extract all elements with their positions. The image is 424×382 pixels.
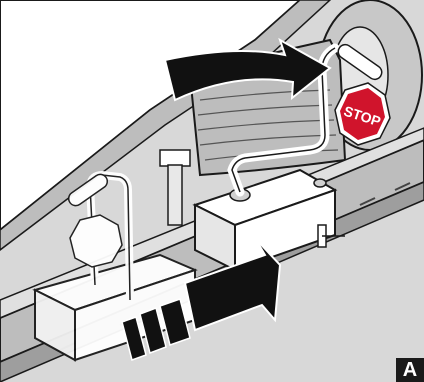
stop-sign-icon: STOP <box>335 83 390 145</box>
panel-label: A <box>396 358 424 382</box>
